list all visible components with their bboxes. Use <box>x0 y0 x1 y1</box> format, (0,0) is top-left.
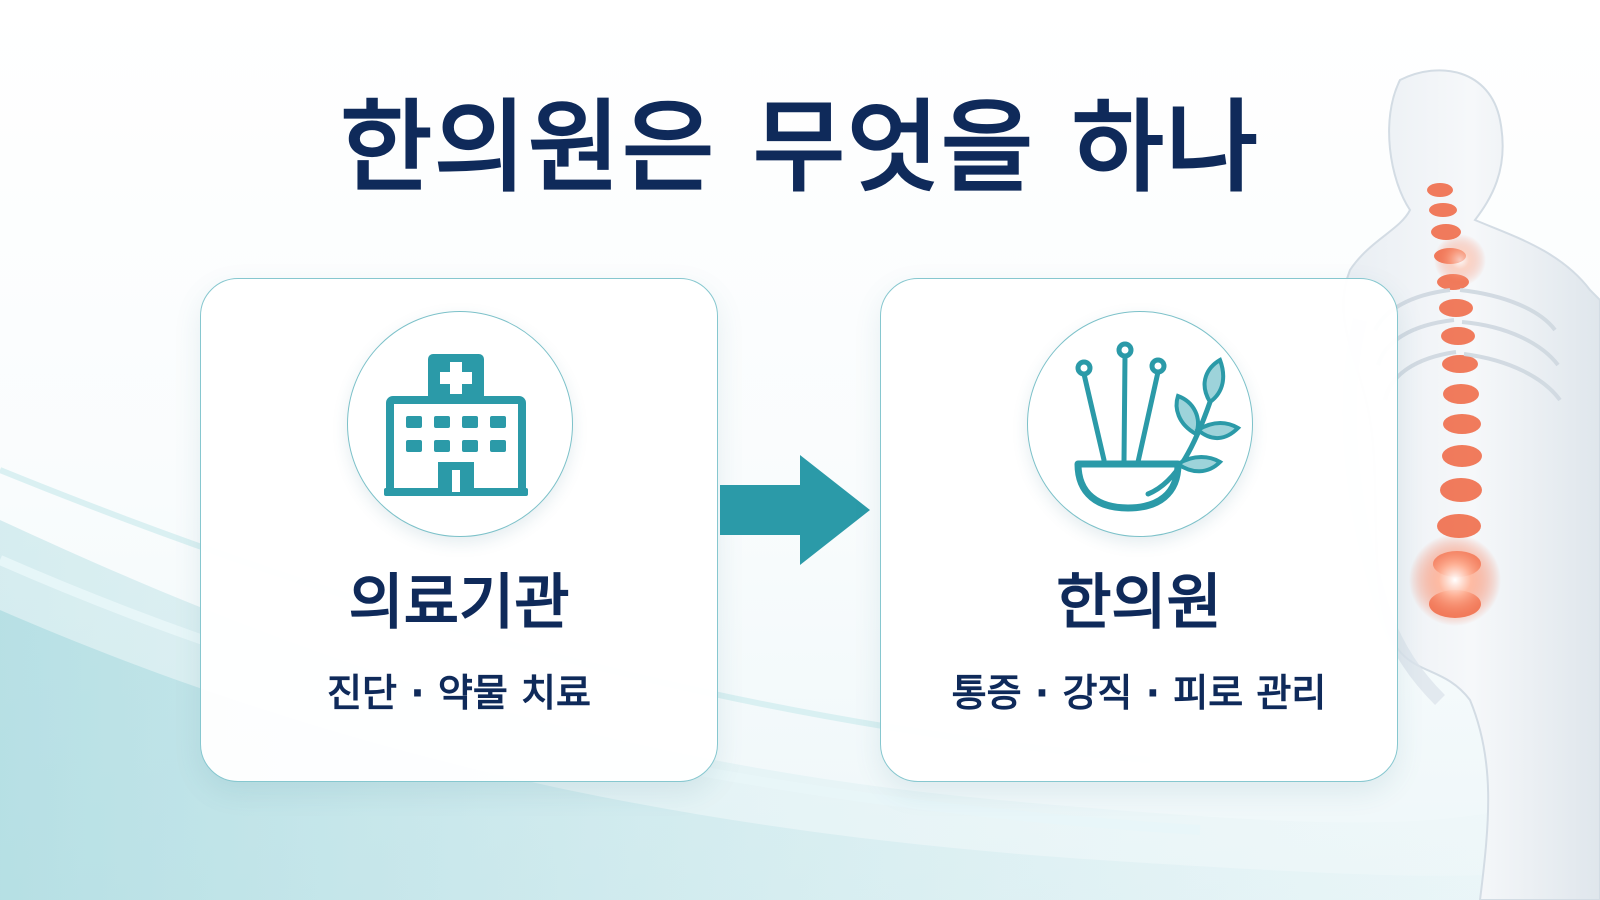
acupuncture-herb-icon <box>1074 341 1242 512</box>
korean-medicine-clinic-card: 한의원 통증 · 강직 · 피로 관리 <box>880 278 1398 782</box>
icon-circle <box>347 311 573 537</box>
hospital-building-icon <box>384 354 528 496</box>
card-subtitle-korean-medicine: 통증 · 강직 · 피로 관리 <box>951 671 1327 715</box>
page-title: 한의원은 무엇을 하나 <box>340 89 1260 206</box>
icon-circle <box>1027 311 1253 537</box>
card-title-medical: 의료기관 <box>348 568 570 638</box>
card-subtitle-medical: 진단 · 약물 치료 <box>327 671 591 715</box>
right-arrow-icon <box>720 455 870 565</box>
card-title-korean-medicine: 한의원 <box>1056 568 1222 638</box>
medical-institution-card: 의료기관 진단 · 약물 치료 <box>200 278 718 782</box>
